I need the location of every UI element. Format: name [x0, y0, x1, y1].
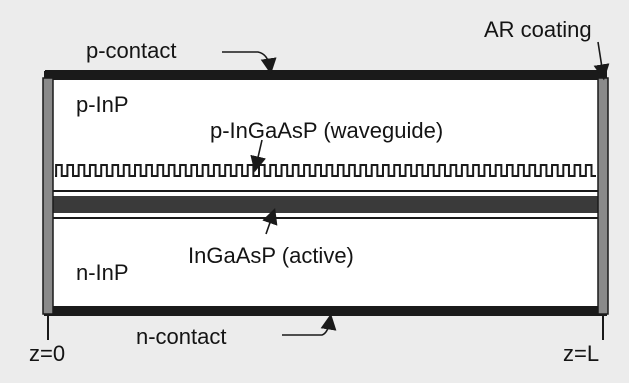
zL-label: z=L	[563, 341, 600, 366]
ar-coating-right	[597, 77, 609, 315]
n-contact-bar	[45, 306, 606, 316]
active-label: InGaAsP (active)	[188, 243, 354, 268]
ar-coating-label: AR coating	[484, 17, 592, 42]
n-contact-label: n-contact	[136, 324, 227, 349]
waveguide-label: p-InGaAsP (waveguide)	[210, 118, 444, 143]
device-body	[44, 71, 607, 316]
waveguide-grating	[55, 164, 596, 177]
active-pointer	[262, 207, 278, 235]
z0-label: z=0	[29, 341, 66, 366]
n-inp-label: n-InP	[76, 260, 129, 285]
waveguide-pointer	[250, 139, 266, 173]
active-layer-band	[53, 196, 598, 213]
ar-coating-left	[42, 77, 54, 315]
n-contact-pointer	[282, 313, 337, 336]
p-inp-label: p-InP	[76, 92, 129, 117]
p-contact-pointer	[222, 51, 277, 75]
ar-coating-pointer	[593, 41, 610, 81]
p-contact-bar	[45, 70, 606, 80]
p-contact-label: p-contact	[86, 38, 177, 63]
